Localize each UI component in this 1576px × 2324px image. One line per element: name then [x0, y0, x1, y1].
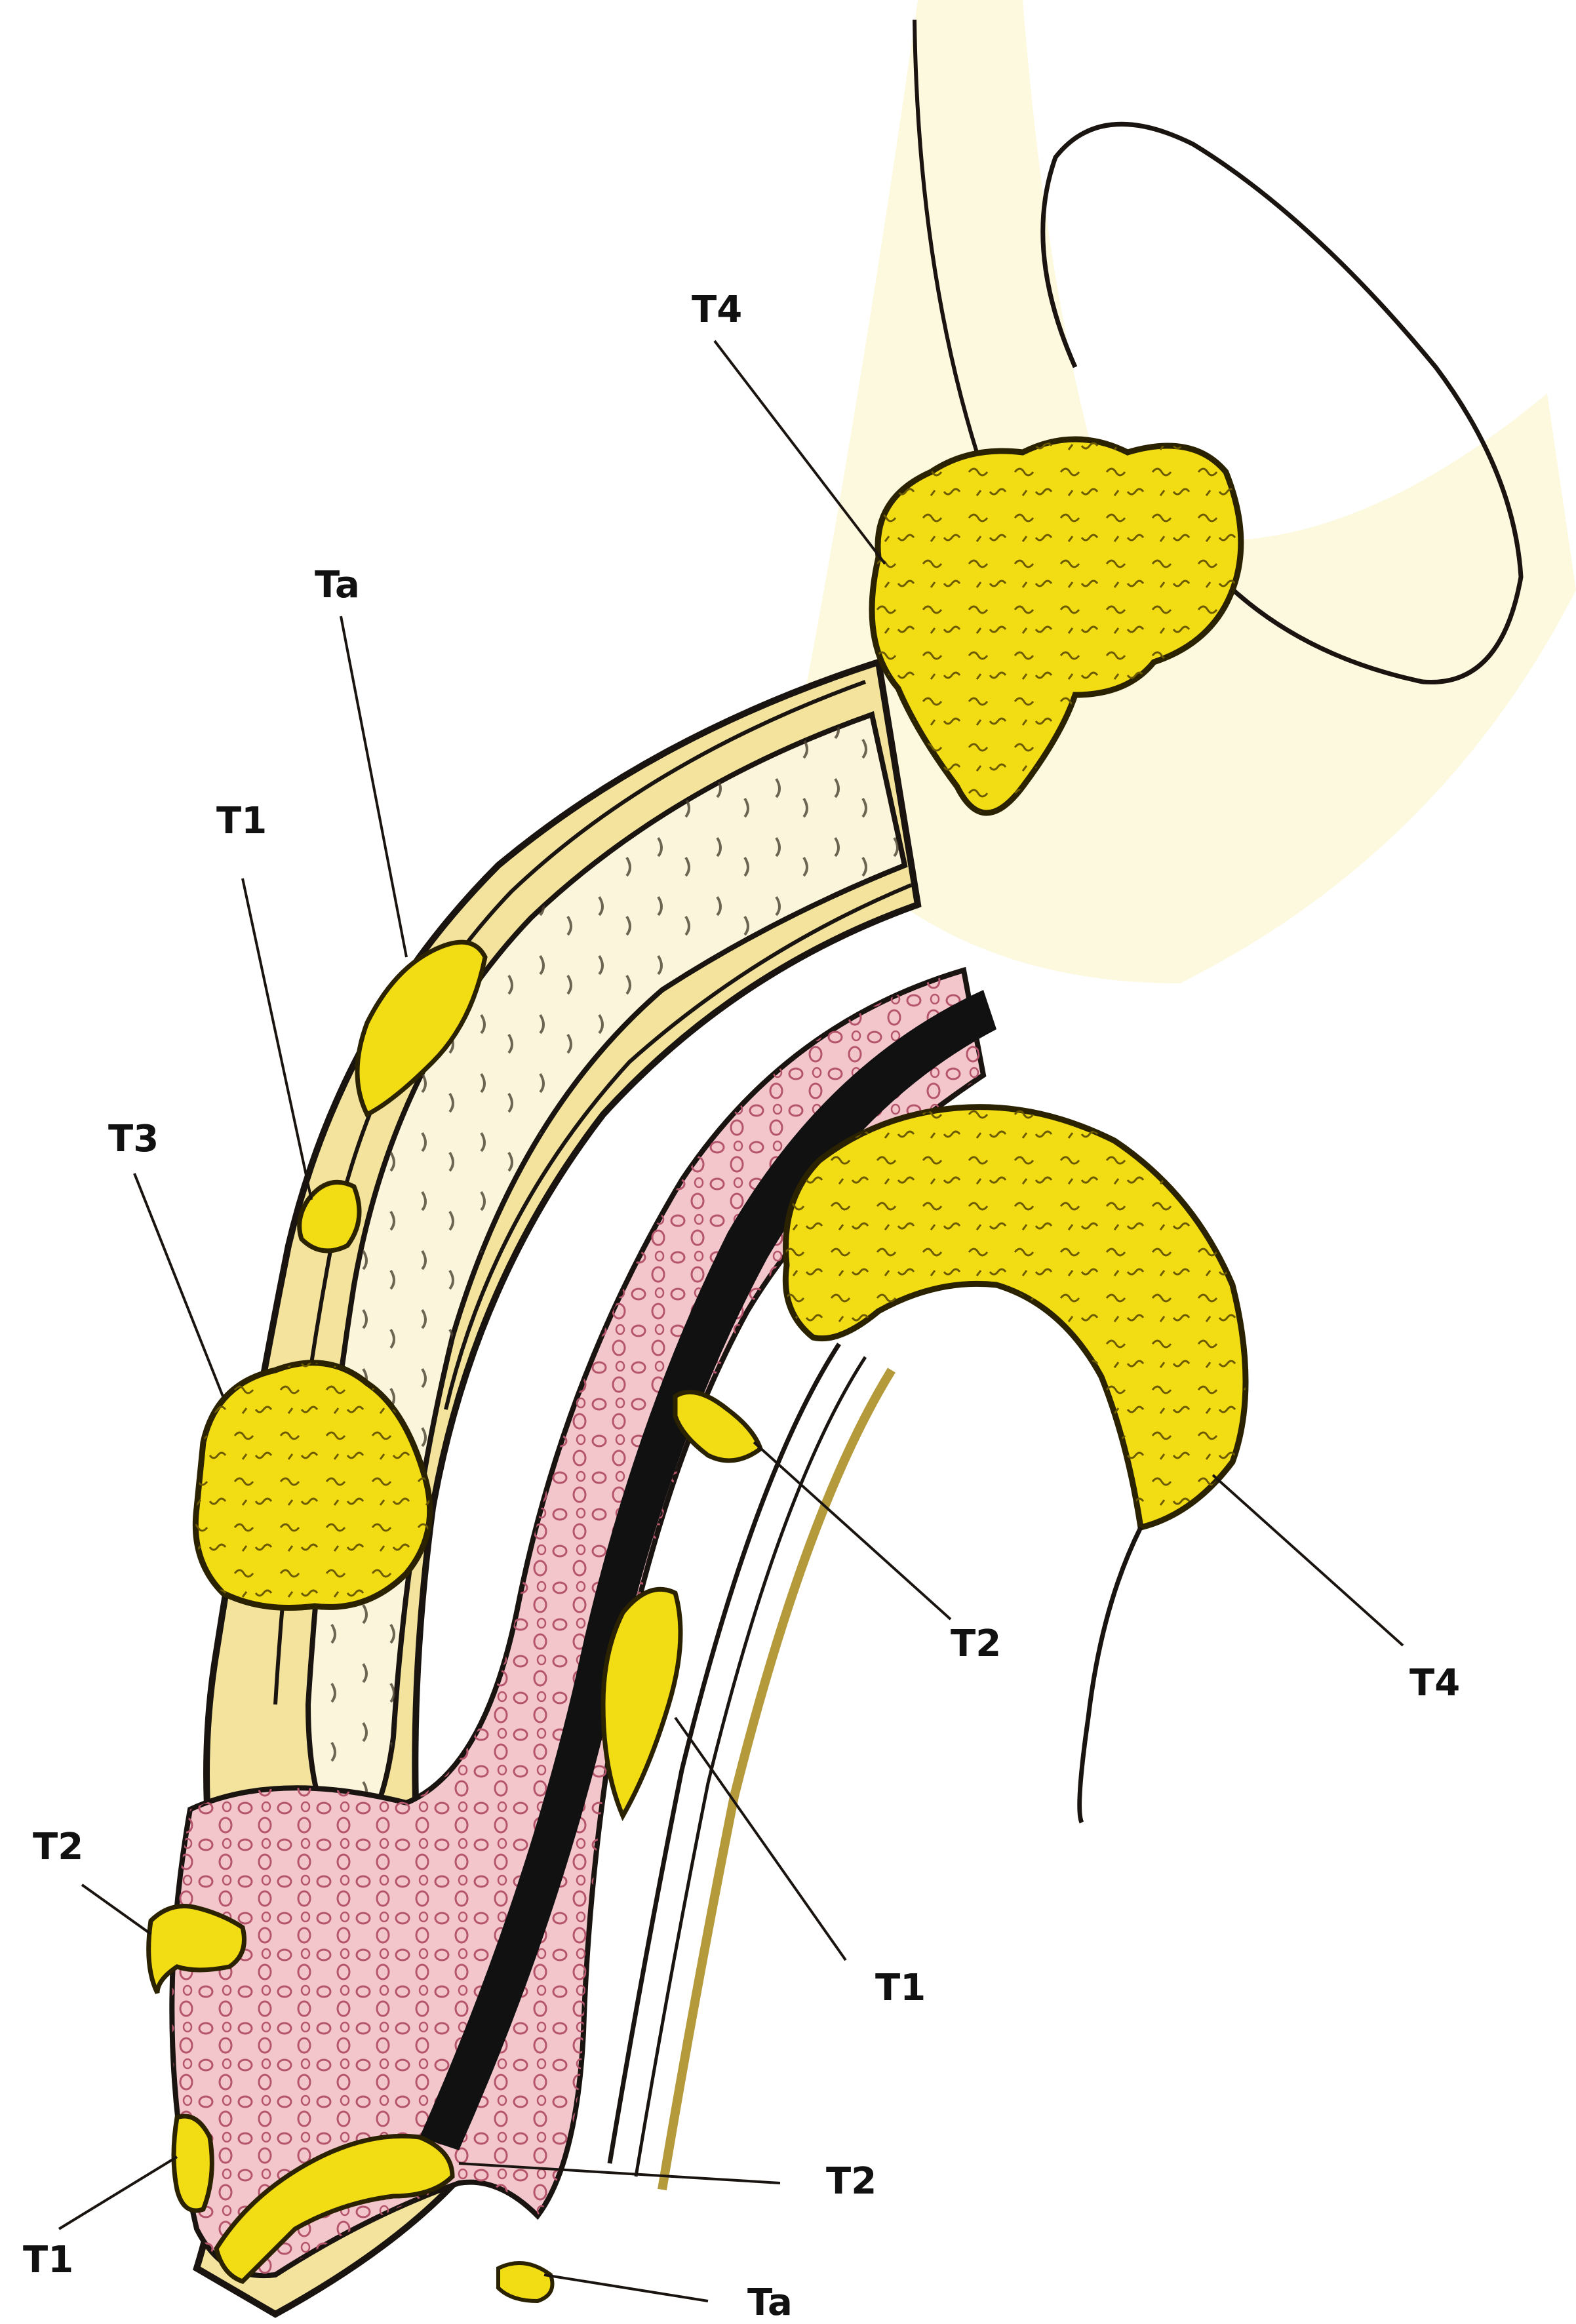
- tumor-t4-top: [869, 436, 1244, 816]
- tumor-t3: [192, 1360, 433, 1611]
- label-t2-left: T2: [33, 1826, 84, 1868]
- seminal-loop: [1040, 121, 1524, 685]
- tumor-t1-bottom: [171, 2114, 214, 2213]
- label-t4-right: T4: [1409, 1662, 1461, 1704]
- label-t2-bottom: T2: [826, 2160, 877, 2203]
- tumor-t2-bottom: [214, 2133, 455, 2285]
- tumor-t1-right: [601, 1586, 683, 1821]
- tumor-t1-upper: [297, 1179, 362, 1253]
- label-t1-upper: T1: [216, 800, 267, 842]
- urethra: [420, 990, 996, 2150]
- tumor-ta-bottom: [496, 2261, 555, 2304]
- label-ta-bottom: Ta: [747, 2281, 793, 2324]
- label-t3: T3: [108, 1118, 159, 1160]
- tumor-t2-left: [146, 1904, 246, 1994]
- label-t4-top: T4: [692, 288, 743, 331]
- label-ta-top: Ta: [315, 564, 360, 606]
- tumor-t4-right: [782, 1104, 1249, 1531]
- tumor-ta-upper: [355, 939, 488, 1118]
- label-t2-right: T2: [951, 1623, 1002, 1665]
- bladder-outline: [913, 19, 979, 453]
- label-t1-bottom: T1: [23, 2239, 74, 2281]
- label-t1-right: T1: [875, 1967, 926, 2009]
- tumor-t2-right: [673, 1389, 764, 1463]
- leader-lines: [58, 340, 1404, 2302]
